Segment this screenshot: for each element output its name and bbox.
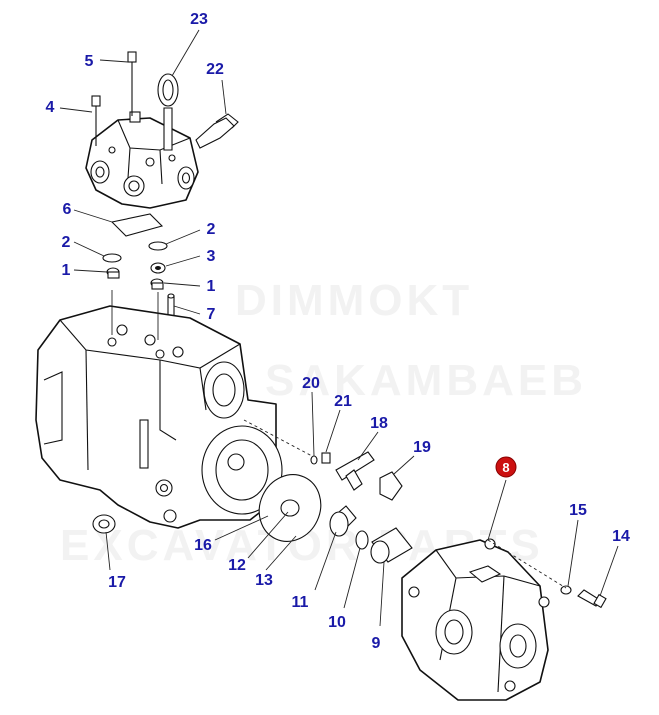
callout-18: 18	[370, 415, 388, 432]
leader-lines	[59, 29, 619, 627]
callout-8: 8	[502, 460, 509, 475]
callout-7: 7	[207, 306, 216, 323]
callout-21: 21	[334, 393, 352, 410]
callout-20: 20	[302, 375, 320, 392]
callout-16: 16	[194, 537, 212, 554]
callout-13: 13	[255, 572, 273, 589]
watermark-line-1: DIMMOKT	[235, 276, 473, 325]
callout-12: 12	[228, 557, 246, 574]
callout-1-right: 1	[207, 278, 216, 295]
gear-pump-part	[401, 538, 550, 701]
callout-1-left: 1	[62, 262, 71, 279]
watermark-line-2: SAKAMBAEB	[265, 356, 587, 405]
snap-ring	[355, 530, 369, 550]
callout-9: 9	[372, 635, 381, 652]
callout-labels: 23 5 22 4 6 2 2 3 1 1 7 20 21 18 19 8 15…	[46, 11, 630, 652]
callout-15: 15	[569, 502, 587, 519]
callout-5: 5	[85, 53, 94, 70]
callout-10: 10	[328, 614, 346, 631]
callout-2-left: 2	[62, 234, 71, 251]
coupling-part	[329, 505, 357, 537]
bolt-washer-parts	[560, 585, 607, 609]
callout-11: 11	[292, 594, 309, 611]
shaft-assembly	[310, 451, 403, 501]
callout-17: 17	[108, 574, 126, 591]
callout-22: 22	[206, 61, 224, 78]
plug-part	[92, 514, 116, 534]
callout-3: 3	[207, 248, 216, 265]
callout-23: 23	[190, 11, 208, 28]
callout-14: 14	[612, 528, 630, 545]
valve-block	[85, 51, 239, 209]
gasket-disc	[258, 474, 322, 542]
callout-2-right: 2	[207, 221, 216, 238]
callout-6: 6	[63, 201, 72, 218]
callout-4: 4	[46, 99, 55, 116]
pump-housing	[35, 305, 283, 529]
callout-8-highlight: 8	[495, 456, 517, 478]
callout-19: 19	[413, 439, 431, 456]
sleeve-part	[370, 527, 413, 564]
